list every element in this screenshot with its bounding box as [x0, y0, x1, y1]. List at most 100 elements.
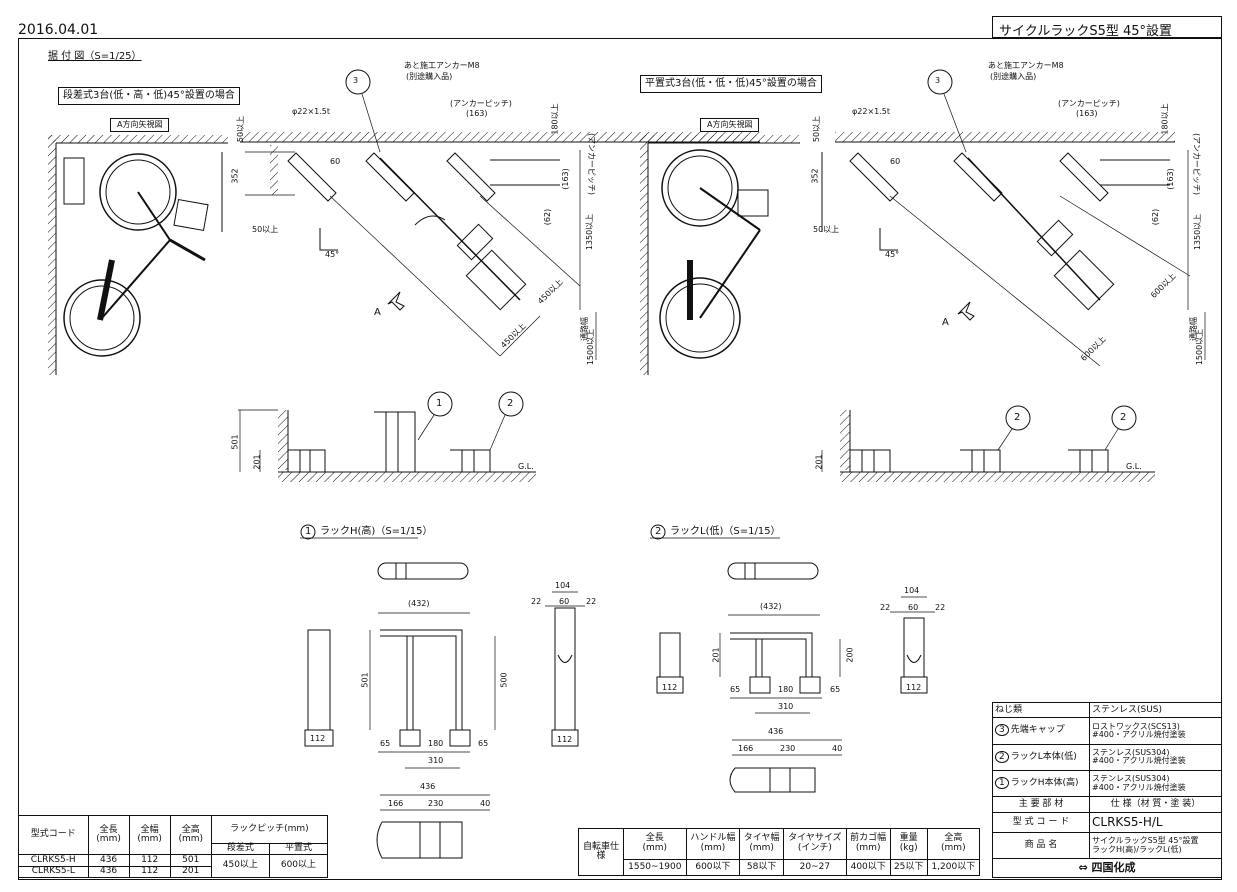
model-code: CLRKS5-H/L [1089, 811, 1222, 834]
th-pitch: ラックピッチ(mm) [210, 815, 329, 844]
drawing-date: 2016.04.01 [18, 22, 99, 38]
rack-l-112b: 112 [906, 683, 922, 692]
rack-h-436: 436 [420, 782, 436, 791]
rack-h-166: 166 [388, 799, 404, 808]
rack-h-40: 40 [480, 799, 491, 808]
left-dim-352: 352 [230, 168, 240, 184]
right-angle: 45° [885, 250, 900, 259]
right-dim-163b: (163) [1165, 168, 1175, 190]
th-flat: 平置式 [268, 842, 329, 856]
right-dim-50: 50以上 [812, 115, 822, 143]
table-row: CLRKS5-L 436 112 201 [18, 865, 328, 879]
rack-l-detail [650, 524, 935, 793]
left-pipe-label: φ22×1.5t [292, 107, 331, 116]
th-wid: 全幅(mm) [128, 814, 171, 856]
rack-l-22b: 22 [935, 603, 946, 612]
rack-h-310: 310 [428, 756, 444, 765]
rack-h-112: 112 [310, 734, 326, 743]
company-logo: ⇔ 四国化成 [992, 858, 1222, 878]
model-spec-table: 型式コード 全長(mm) 全幅(mm) 全高(mm) ラックピッチ(mm) 段差… [18, 814, 329, 879]
rack-l-title-num: 2 [655, 526, 662, 537]
left-elev-gl: G.L. [518, 462, 534, 471]
drawing-frame [18, 38, 1222, 880]
left-dim-1350: 1350以上 [585, 213, 595, 251]
right-dim-62: (62) [1151, 208, 1161, 226]
right-case-label: 平置式3台(低・低・低)45°設置の場合 [640, 75, 822, 93]
right-dim-1500: 1500以上 [1195, 328, 1205, 366]
rack-h-detail [300, 524, 585, 859]
th-code: 型式コード [18, 814, 89, 856]
right-dim-180: 180以上 [1160, 103, 1170, 135]
right-dim-1350: 1350以上 [1193, 213, 1203, 251]
left-elevation [238, 391, 536, 482]
right-plan-view [640, 69, 1206, 375]
right-anchor-label: あと施工アンカーM8 [988, 61, 1064, 70]
left-elev-callout-1: 1 [436, 398, 443, 409]
left-case-label: 段差式3台(低・高・低)45°設置の場合 [58, 87, 240, 105]
pitch-flat-val: 600以上 [268, 854, 329, 878]
drawing-title: サイクルラックS5型 45°設置 [992, 16, 1222, 39]
logo-arrow-icon: ⇔ [1078, 861, 1092, 875]
right-dim-60: 60 [890, 157, 901, 166]
rack-h-500: 500 [499, 672, 509, 688]
rack-l-22a: 22 [880, 603, 891, 612]
left-plan-view [48, 69, 760, 375]
left-dim-50: 50以上 [236, 115, 246, 143]
right-anchor-sub: (別途購入品) [990, 72, 1037, 81]
left-dim-60: 60 [330, 157, 341, 166]
left-dim-1500: 1500以上 [586, 328, 596, 366]
left-dim-62: (62) [543, 208, 553, 226]
rack-h-501: 501 [360, 672, 370, 688]
rack-h-title: ラックH(高)（S=1/15） [320, 526, 433, 537]
right-elev-gl: G.L. [1126, 462, 1142, 471]
rack-l-230: 230 [780, 744, 796, 753]
rack-l-201: 201 [711, 647, 721, 663]
right-pitch-vertical: (アンカーピッチ) [1191, 133, 1201, 195]
right-dim-352: 352 [810, 168, 820, 184]
table-row: 1550~1900 600以下 58以下 20~27 400以下 25以下 1,… [579, 858, 981, 877]
right-elev-callout-1: 2 [1014, 412, 1021, 423]
th-len: 全長(mm) [87, 814, 130, 856]
left-view-label: A方向矢視図 [110, 118, 170, 132]
left-callout-3: 3 [353, 76, 359, 85]
rack-l-180: 180 [778, 685, 794, 694]
rack-h-65b: 65 [478, 739, 489, 748]
left-pitch-label: (アンカーピッチ) [450, 99, 512, 108]
rack-l-65a: 65 [730, 685, 741, 694]
right-elev-201: 201 [814, 454, 824, 470]
bike-spec-title: 自転車仕様 [578, 828, 624, 876]
right-arrow-a: A [942, 317, 949, 328]
rack-h-65a: 65 [380, 739, 391, 748]
left-dim-50b: 50以上 [252, 225, 279, 234]
rack-l-310: 310 [778, 702, 794, 711]
left-dim-163: (163) [466, 109, 488, 118]
rack-h-22b: 22 [586, 597, 597, 606]
rack-l-112: 112 [662, 683, 678, 692]
rack-h-432: (432) [408, 599, 430, 608]
right-view-label: A方向矢視図 [700, 118, 760, 132]
rack-h-230: 230 [428, 799, 444, 808]
left-pitch-vertical: (アンカーピッチ) [586, 133, 596, 195]
rack-l-60: 60 [908, 603, 919, 612]
rack-l-432: (432) [760, 602, 782, 611]
table-row: CLRKS5-H 436 112 501 450以上 600以上 [18, 854, 329, 878]
right-callout-3: 3 [935, 76, 941, 85]
bike-spec-table: 自転車仕様 全長(mm) ハンドル幅(mm) タイヤ幅(mm) タイヤサイズ(イ… [578, 828, 981, 877]
rack-l-436: 436 [768, 727, 784, 736]
th-step: 段差式 [210, 842, 270, 856]
rack-h-22a: 22 [531, 597, 542, 606]
right-pipe-label: φ22×1.5t [852, 107, 891, 116]
left-elev-callout-2: 2 [507, 398, 514, 409]
rack-h-60: 60 [559, 597, 570, 606]
rack-l-40: 40 [832, 744, 843, 753]
left-anchor-sub: (別途購入品) [406, 72, 453, 81]
rack-l-65b: 65 [830, 685, 841, 694]
rack-l-200: 200 [845, 647, 855, 663]
right-elev-callout-2: 2 [1120, 412, 1127, 423]
rack-l-166: 166 [738, 744, 754, 753]
layout-section-title: 据 付 図（S=1/25） [48, 51, 142, 62]
